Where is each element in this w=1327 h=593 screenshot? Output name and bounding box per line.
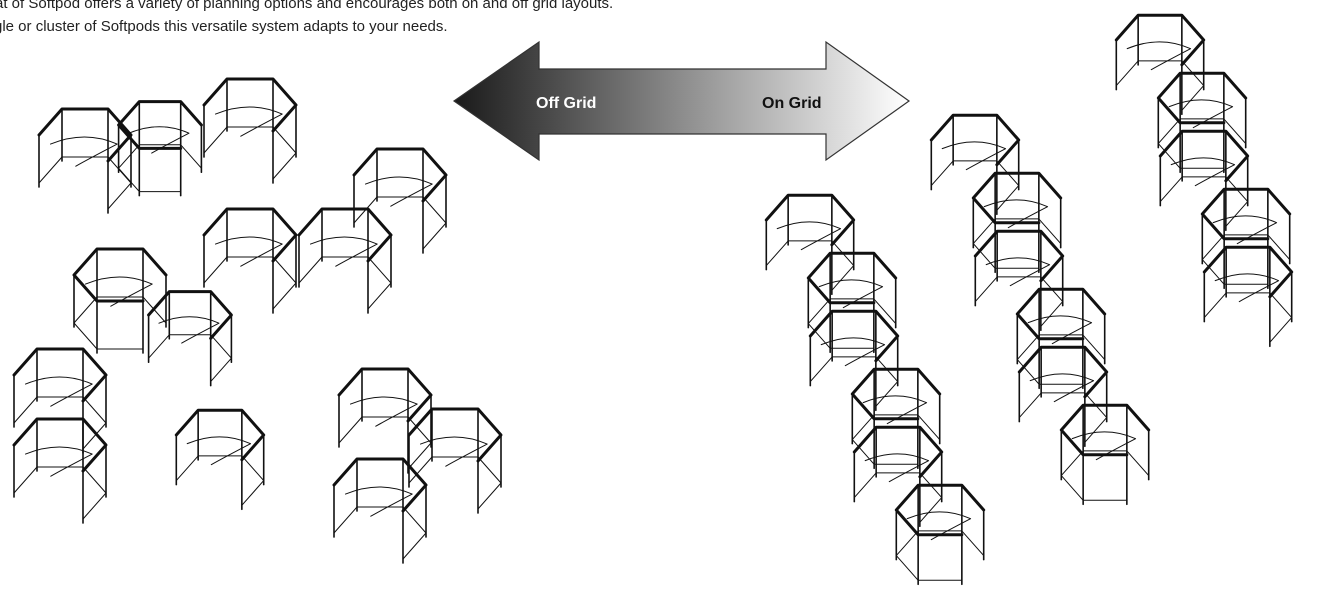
softpod-unit [12,347,108,454]
softpod-unit [12,417,108,524]
softpod-unit [1017,345,1109,448]
on-grid-label: On Grid [762,95,822,112]
on-grid-illustration [764,13,1294,586]
softpod-unit [407,407,503,514]
softpod-unit [1114,13,1206,116]
softpod-unit [174,408,266,511]
softpod-unit [1200,187,1292,290]
softpod-unit [808,309,900,412]
softpod-unit [894,483,986,586]
softpod-unit [37,107,133,214]
softpod-unit [352,147,448,254]
softpod-unit [202,77,298,184]
softpod-unit [1202,245,1294,348]
softpod-unit [850,367,942,470]
softpod-unit [973,229,1065,332]
softpod-unit [117,100,203,197]
softpod-unit [72,247,168,354]
intro-text: Format of Softpod offers a variety of pl… [0,0,613,38]
off-grid-label: Off Grid [536,95,596,112]
on-grid-pods [764,13,1294,586]
softpod-unit [337,367,433,474]
softpod-unit [202,207,298,314]
softpod-unit [806,251,898,354]
grid-direction-arrow: Off Grid On Grid [452,40,911,162]
double-arrow-shape [452,40,911,162]
softpod-unit [971,171,1063,274]
softpod-unit [297,207,393,314]
off-grid-pods [12,77,503,564]
intro-line-1: Format of Softpod offers a variety of pl… [0,0,614,12]
softpod-unit [1059,403,1151,506]
softpod-unit [852,425,944,528]
intro-line-2: gle or cluster of Softpods this versatil… [0,18,448,35]
softpod-unit [147,290,233,387]
off-grid-illustration [12,77,503,564]
softpod-unit [332,457,428,564]
softpod-unit [1158,129,1250,232]
